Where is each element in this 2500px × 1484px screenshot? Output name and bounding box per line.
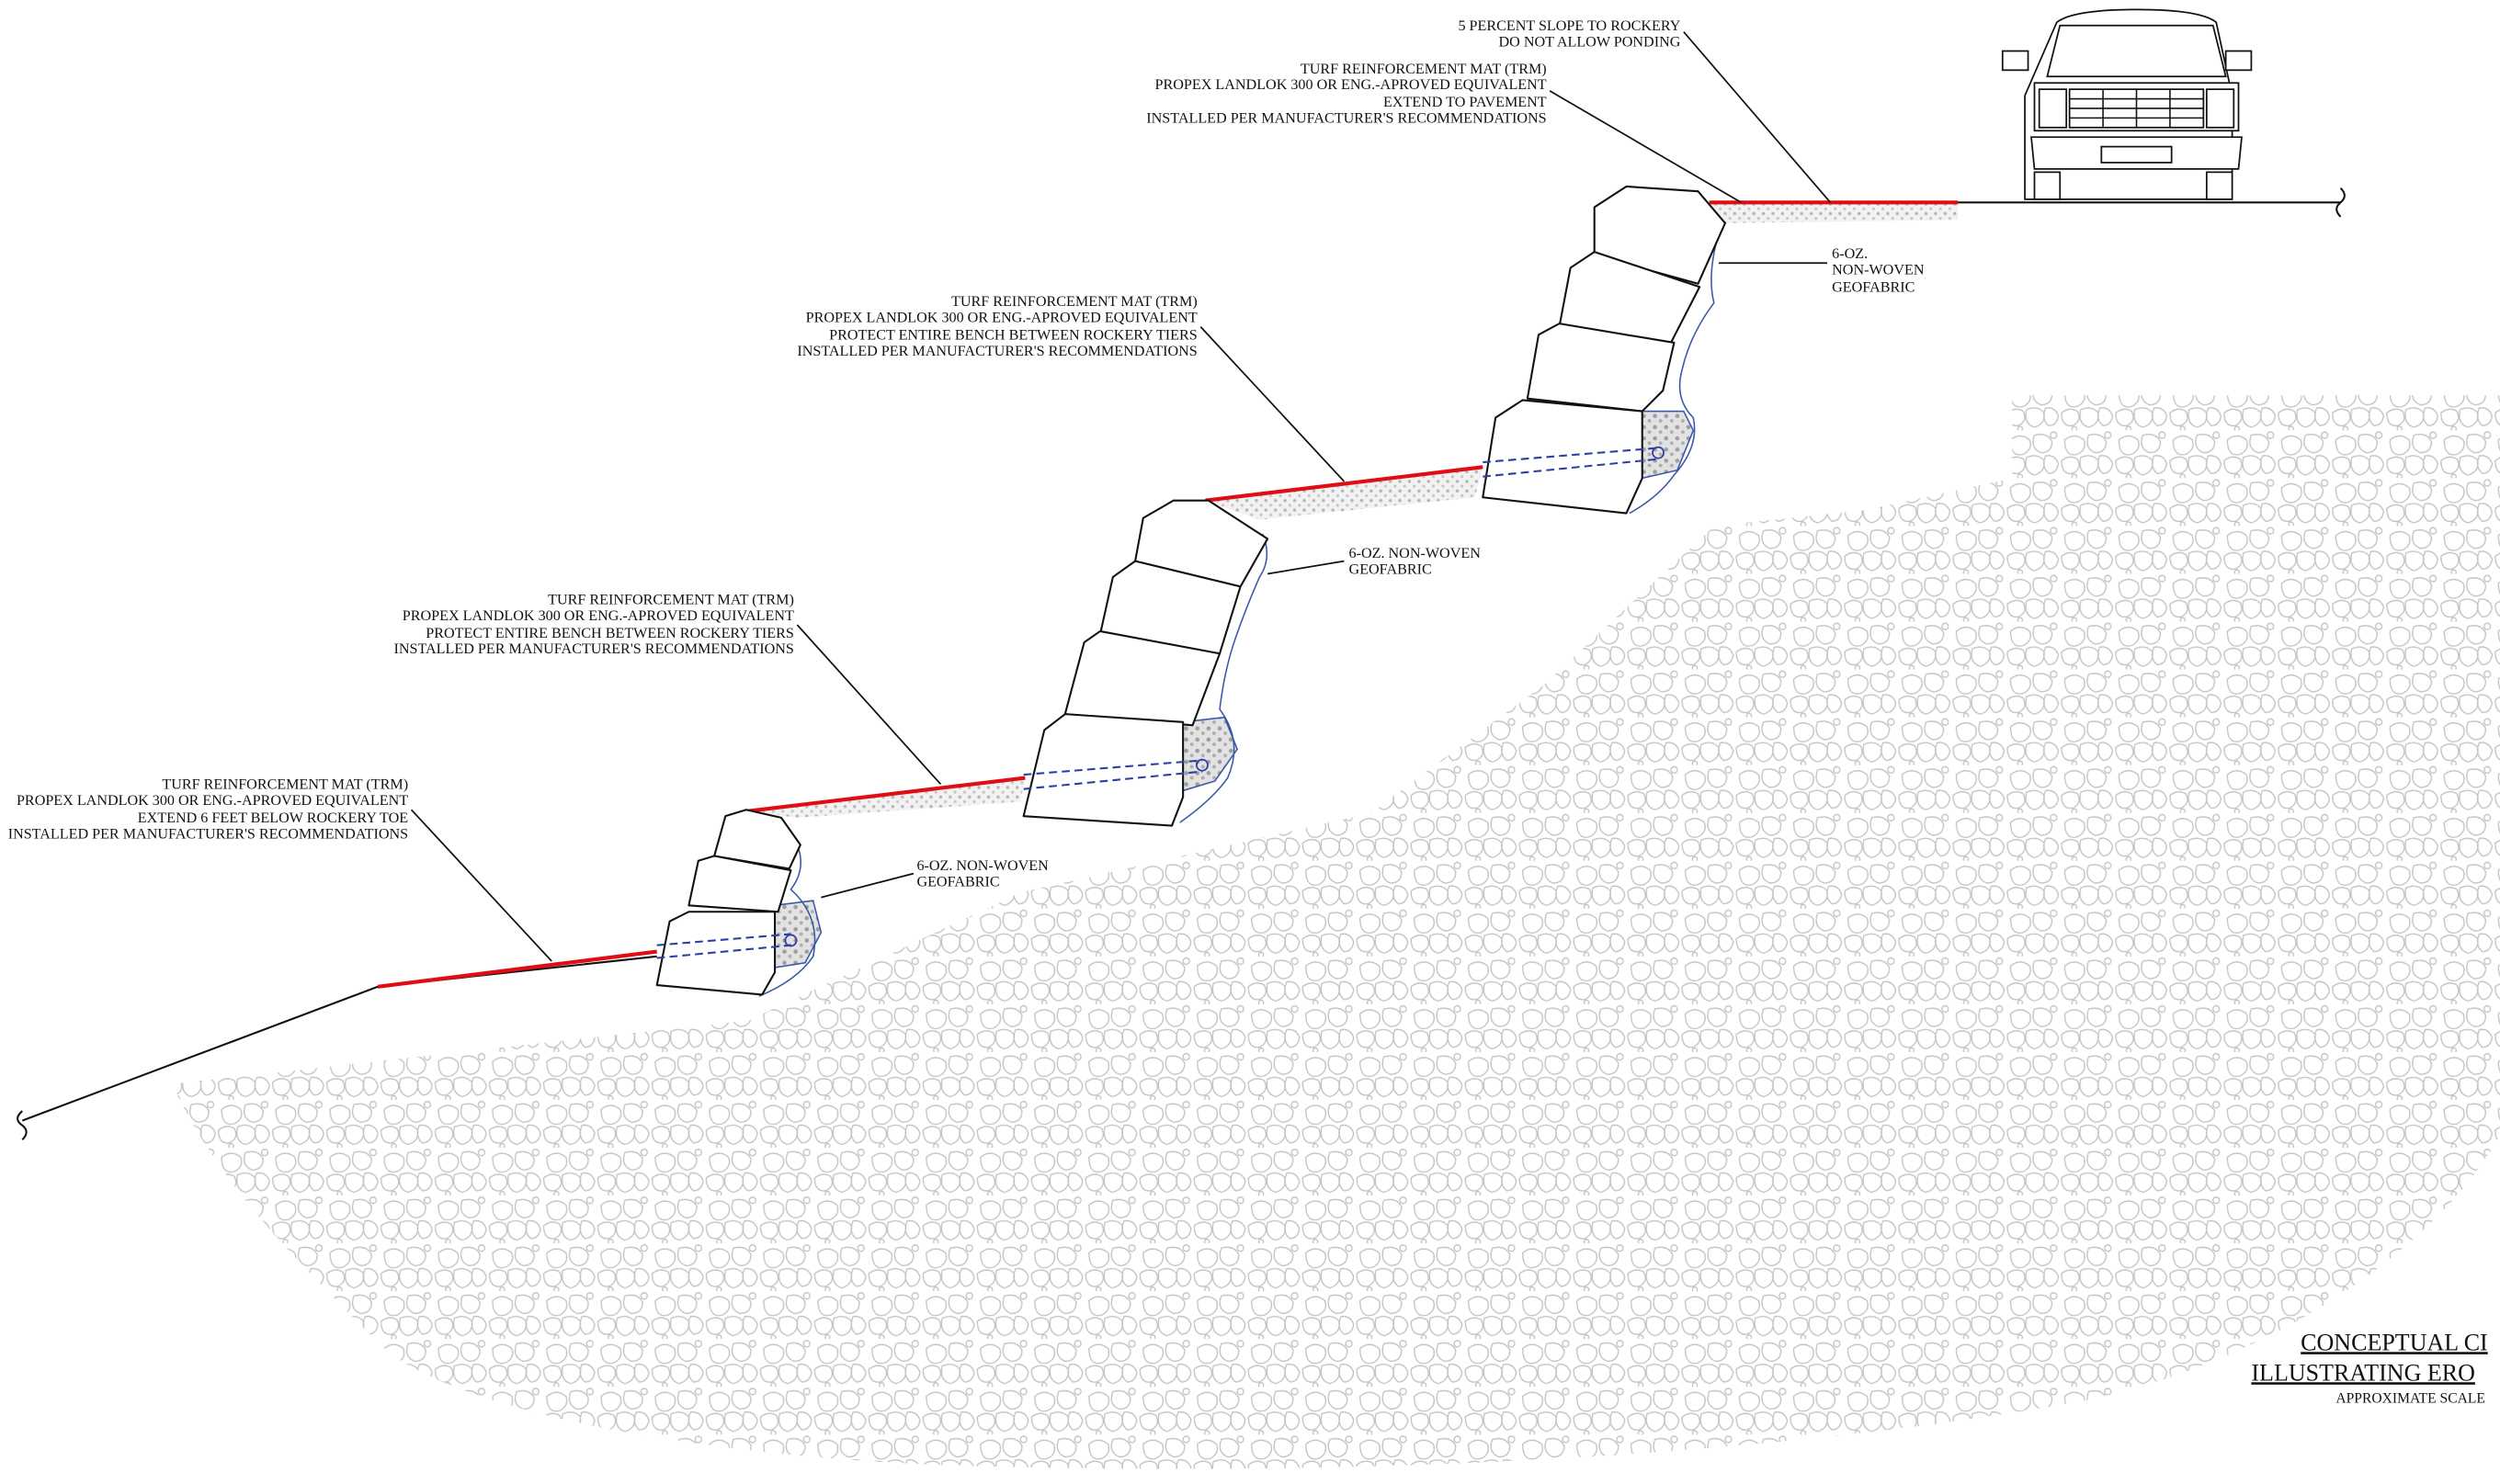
svg-text:PROTECT ENTIRE BENCH BETWEEN R: PROTECT ENTIRE BENCH BETWEEN ROCKERY TIE… bbox=[829, 327, 1198, 343]
rock-lower-2 bbox=[688, 855, 792, 913]
rock-upper-3 bbox=[1526, 323, 1676, 413]
drain-pipe-upper bbox=[1483, 447, 1659, 478]
rockery-tier-upper bbox=[1482, 185, 1726, 515]
leader-trm-mid-upper bbox=[1199, 326, 1345, 482]
note-geofabric-top: 6-OZ. NON-WOVEN GEOFABRIC bbox=[1832, 246, 1925, 295]
leader-geofabric-mid bbox=[1267, 560, 1345, 575]
svg-text:EXTEND TO PAVEMENT: EXTEND TO PAVEMENT bbox=[1383, 95, 1547, 110]
note-trm-bottom: TURF REINFORCEMENT MAT (TRM) PROPEX LAND… bbox=[8, 777, 409, 843]
geofabric-upper bbox=[1629, 222, 1723, 515]
geofabric-lower bbox=[758, 844, 816, 997]
leader-top-slope bbox=[1683, 31, 1832, 203]
trm-backfill-upper-bench bbox=[1205, 467, 1483, 520]
drain-rock-middle bbox=[1182, 716, 1239, 792]
trm-line-toe bbox=[377, 949, 657, 989]
svg-text:TURF REINFORCEMENT MAT (TRM): TURF REINFORCEMENT MAT (TRM) bbox=[1301, 62, 1547, 77]
drawing-title-line-1: CONCEPTUAL CI bbox=[2301, 1329, 2488, 1355]
native-soil-hatch bbox=[172, 395, 2500, 1469]
leader-trm-bottom bbox=[410, 809, 552, 962]
break-line-icon bbox=[17, 1110, 28, 1141]
svg-text:EXTEND 6 FEET BELOW ROCKERY TO: EXTEND 6 FEET BELOW ROCKERY TOE bbox=[138, 810, 408, 826]
svg-text:TURF REINFORCEMENT MAT (TRM): TURF REINFORCEMENT MAT (TRM) bbox=[548, 592, 794, 607]
svg-text:6-OZ.: 6-OZ. bbox=[1832, 246, 1868, 262]
rockery-tier-lower bbox=[655, 809, 823, 997]
svg-text:INSTALLED PER MANUFACTURER'S R: INSTALLED PER MANUFACTURER'S RECOMMENDAT… bbox=[8, 826, 408, 842]
svg-text:DO NOT ALLOW PONDING: DO NOT ALLOW PONDING bbox=[1499, 34, 1681, 50]
svg-text:GEOFABRIC: GEOFABRIC bbox=[916, 874, 999, 889]
rock-middle-2 bbox=[1098, 560, 1242, 655]
svg-text:6-OZ. NON-WOVEN: 6-OZ. NON-WOVEN bbox=[916, 858, 1049, 874]
svg-text:PROTECT ENTIRE BENCH BETWEEN R: PROTECT ENTIRE BENCH BETWEEN ROCKERY TIE… bbox=[426, 626, 794, 641]
note-geofabric-bottom: 6-OZ. NON-WOVEN GEOFABRIC bbox=[916, 858, 1049, 889]
rock-middle-3 bbox=[1063, 629, 1222, 727]
geofabric-middle bbox=[1179, 533, 1268, 823]
svg-text:5 PERCENT SLOPE TO ROCKERY: 5 PERCENT SLOPE TO ROCKERY bbox=[1458, 18, 1680, 34]
title-block: CONCEPTUAL CI ILLUSTRATING ERO APPROXIMA… bbox=[2251, 1329, 2487, 1406]
leader-geofabric-bottom bbox=[821, 872, 915, 899]
note-top-slope: 5 PERCENT SLOPE TO ROCKERY DO NOT ALLOW … bbox=[1458, 18, 1680, 50]
drain-pipe-middle bbox=[1023, 759, 1203, 790]
note-trm-mid-upper: TURF REINFORCEMENT MAT (TRM) PROPEX LAND… bbox=[797, 294, 1198, 359]
svg-text:INSTALLED PER MANUFACTURER'S R: INSTALLED PER MANUFACTURER'S RECOMMENDAT… bbox=[797, 344, 1197, 359]
svg-text:GEOFABRIC: GEOFABRIC bbox=[1349, 561, 1432, 577]
svg-text:TURF REINFORCEMENT MAT (TRM): TURF REINFORCEMENT MAT (TRM) bbox=[951, 294, 1198, 310]
drawing-title-line-2: ILLUSTRATING ERO bbox=[2251, 1359, 2475, 1386]
leader-trm-mid-lower bbox=[796, 624, 942, 786]
svg-text:GEOFABRIC: GEOFABRIC bbox=[1832, 279, 1915, 295]
svg-text:PROPEX LANDLOK 300 OR ENG.-APR: PROPEX LANDLOK 300 OR ENG.-APROVED EQUIV… bbox=[806, 310, 1198, 325]
break-line-icon bbox=[2335, 187, 2346, 218]
svg-text:TURF REINFORCEMENT MAT (TRM): TURF REINFORCEMENT MAT (TRM) bbox=[162, 777, 408, 793]
svg-text:6-OZ. NON-WOVEN: 6-OZ. NON-WOVEN bbox=[1349, 546, 1482, 561]
trm-line-lower-bench bbox=[745, 776, 1026, 814]
svg-text:PROPEX LANDLOK 300 OR ENG.-APR: PROPEX LANDLOK 300 OR ENG.-APROVED EQUIV… bbox=[403, 608, 794, 624]
scale-note: APPROXIMATE SCALE bbox=[2335, 1391, 2485, 1407]
drain-pipe-lower bbox=[656, 933, 791, 959]
svg-text:PROPEX LANDLOK 300 OR ENG.-APR: PROPEX LANDLOK 300 OR ENG.-APROVED EQUIV… bbox=[17, 793, 408, 809]
note-geofabric-mid: 6-OZ. NON-WOVEN GEOFABRIC bbox=[1349, 546, 1482, 577]
svg-text:INSTALLED PER MANUFACTURER'S R: INSTALLED PER MANUFACTURER'S RECOMMENDAT… bbox=[1146, 111, 1546, 127]
rock-middle-4 bbox=[1022, 713, 1185, 827]
svg-text:INSTALLED PER MANUFACTURER'S R: INSTALLED PER MANUFACTURER'S RECOMMENDAT… bbox=[394, 641, 794, 657]
rock-upper-2 bbox=[1558, 251, 1701, 345]
note-trm-mid-lower: TURF REINFORCEMENT MAT (TRM) PROPEX LAND… bbox=[394, 592, 795, 657]
trm-line-upper-bench bbox=[1205, 465, 1483, 503]
rock-lower-3 bbox=[655, 911, 777, 996]
svg-text:NON-WOVEN: NON-WOVEN bbox=[1832, 262, 1925, 278]
trm-backfill-top bbox=[1709, 202, 1959, 223]
rockery-tier-middle bbox=[1022, 499, 1269, 827]
note-trm-top: TURF REINFORCEMENT MAT (TRM) PROPEX LAND… bbox=[1146, 62, 1547, 127]
svg-text:PROPEX LANDLOK 300 OR ENG.-APR: PROPEX LANDLOK 300 OR ENG.-APROVED EQUIV… bbox=[1155, 77, 1547, 93]
drain-rock-upper bbox=[1641, 410, 1695, 480]
leader-trm-top bbox=[1549, 90, 1742, 204]
pickup-truck-icon bbox=[2001, 8, 2253, 200]
